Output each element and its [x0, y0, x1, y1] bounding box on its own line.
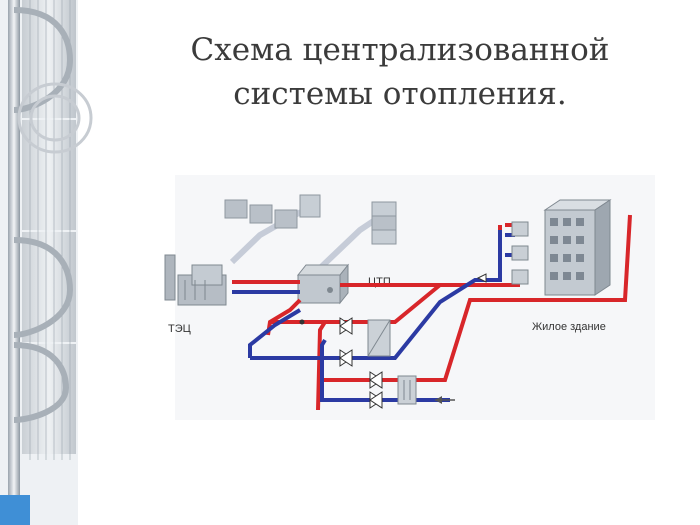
- title-line-1: Схема централизованной: [190, 32, 610, 68]
- radiator-rings: [17, 82, 93, 154]
- ctp-substation-icon: [296, 263, 350, 305]
- blue-valve-icon: [0, 495, 30, 525]
- water-heater-icon: [397, 375, 417, 405]
- residential-building-icon: [476, 199, 612, 296]
- chp-plant-icon: [164, 254, 227, 306]
- building-label: Жилое здание: [532, 321, 606, 333]
- upper-consumer-block-1: [224, 194, 321, 229]
- slide-title: Схема централизованной системы отопления…: [120, 28, 680, 116]
- title-line-2: системы отопления.: [233, 76, 567, 112]
- heat-exchanger-icon: [367, 319, 391, 357]
- upper-consumer-block-2: [371, 201, 397, 245]
- cold-water-inlet-arrow-icon: [435, 396, 455, 404]
- valve-icons: [299, 317, 383, 409]
- chp-label: ТЭЦ: [168, 323, 191, 335]
